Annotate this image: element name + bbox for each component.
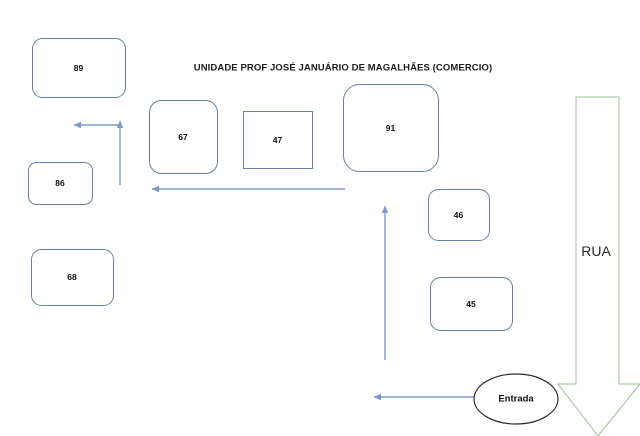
entrance-shape-group <box>473 373 559 425</box>
room-68[interactable] <box>31 249 114 306</box>
room-45[interactable] <box>430 277 513 331</box>
rooms-group <box>28 38 513 331</box>
room-89[interactable] <box>32 38 126 98</box>
street-shape-group <box>556 96 640 436</box>
room-47-label: 47 <box>272 134 283 145</box>
room-91[interactable] <box>343 84 439 172</box>
room-45-label: 45 <box>466 298 476 309</box>
street-arrow[interactable] <box>556 96 640 436</box>
flow-arrows-group <box>73 120 478 401</box>
room-86-label: 86 <box>55 178 65 188</box>
entrance-ellipse[interactable] <box>473 373 559 425</box>
room-68-label: 68 <box>67 272 77 282</box>
entrance-label: Entrada <box>498 393 534 405</box>
page-title: UNIDADE PROF JOSÉ JANUÁRIO DE MAGALHÃES … <box>193 62 493 74</box>
room-47[interactable] <box>243 111 313 169</box>
room-86[interactable] <box>28 162 93 205</box>
street-label: RUA <box>581 243 611 259</box>
room-46-label: 46 <box>453 209 464 220</box>
room-67-label: 67 <box>178 131 188 142</box>
room-67[interactable] <box>149 100 218 174</box>
room-89-label: 89 <box>73 62 84 73</box>
room-46[interactable] <box>428 189 490 241</box>
room-91-label: 91 <box>385 122 396 133</box>
